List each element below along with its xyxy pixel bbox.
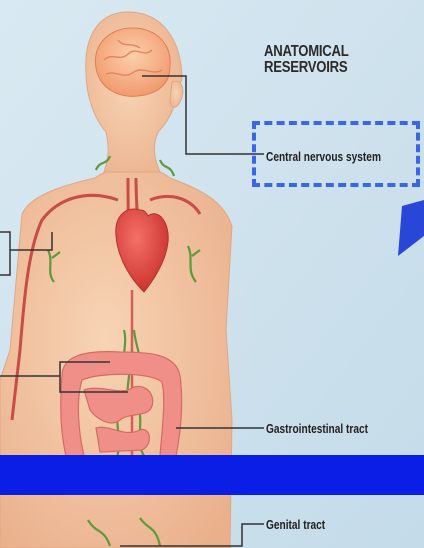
label-genital-tract: Genital tract: [266, 517, 325, 532]
brain: [95, 28, 170, 96]
title-line-2: RESERVOIRS: [264, 60, 379, 76]
blue-overlay-band: [0, 455, 424, 495]
label-central-nervous-system: Central nervous system: [266, 149, 381, 164]
title-line-1: ANATOMICAL: [264, 44, 379, 60]
intestines: [61, 352, 182, 456]
label-gastrointestinal-tract: Gastrointestinal tract: [266, 421, 368, 436]
diagram-title: ANATOMICAL RESERVOIRS: [264, 44, 379, 76]
